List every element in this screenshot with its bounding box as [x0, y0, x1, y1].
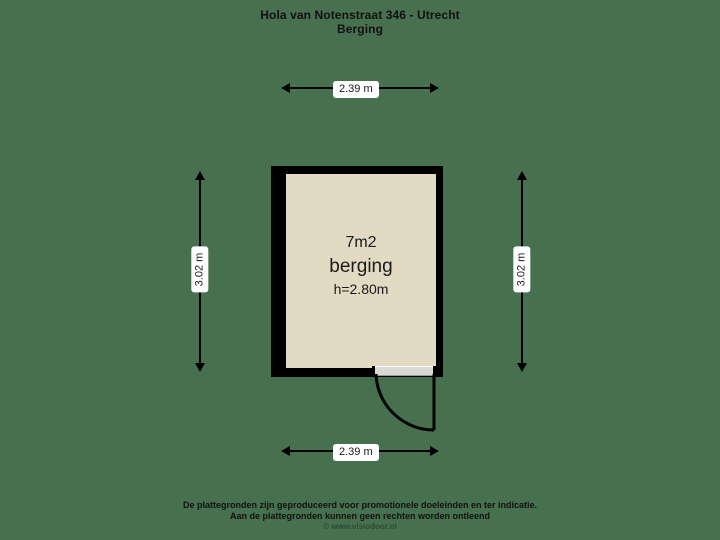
arrow-left-icon — [281, 446, 290, 456]
arrow-right-icon — [430, 83, 439, 93]
room-name-value: berging — [329, 256, 393, 277]
room-height-value: h=2.80m — [333, 281, 389, 297]
footer-line-1: De plattegronden zijn geproduceerd voor … — [182, 500, 538, 510]
dimension-label-top: 2.39 m — [333, 81, 379, 98]
arrow-right-icon — [430, 446, 439, 456]
door-jamb-right — [433, 366, 436, 377]
footer-disclaimer: De plattegronden zijn geproduceerd voor … — [0, 500, 720, 532]
door-group — [372, 366, 438, 434]
door-opening — [372, 366, 436, 376]
arrow-left-icon — [281, 83, 290, 93]
title-address: Hola van Notenstraat 346 - Utrecht — [260, 8, 460, 22]
title-floor-name: Berging — [336, 22, 384, 36]
page-title: Hola van Notenstraat 346 - Utrecht Bergi… — [0, 8, 720, 36]
dimension-label-bottom: 2.39 m — [333, 444, 379, 461]
door-jamb-left — [372, 366, 375, 377]
arrow-up-icon — [195, 171, 205, 180]
arrow-down-icon — [195, 363, 205, 372]
door-swing-arc-icon — [374, 374, 436, 432]
footer-website: © www.visiodoor.nl — [323, 522, 397, 531]
arrow-up-icon — [517, 171, 527, 180]
room-area-value: 7m2 — [345, 234, 377, 251]
room-label-group: 7m2 berging h=2.80m — [286, 232, 436, 299]
footer-line-2: Aan de plattegronden kunnen geen rechten… — [229, 511, 491, 521]
room-floor-area — [286, 174, 436, 368]
arrow-down-icon — [517, 363, 527, 372]
dimension-label-right: 3.02 m — [513, 246, 531, 293]
dimension-label-left: 3.02 m — [191, 246, 209, 293]
